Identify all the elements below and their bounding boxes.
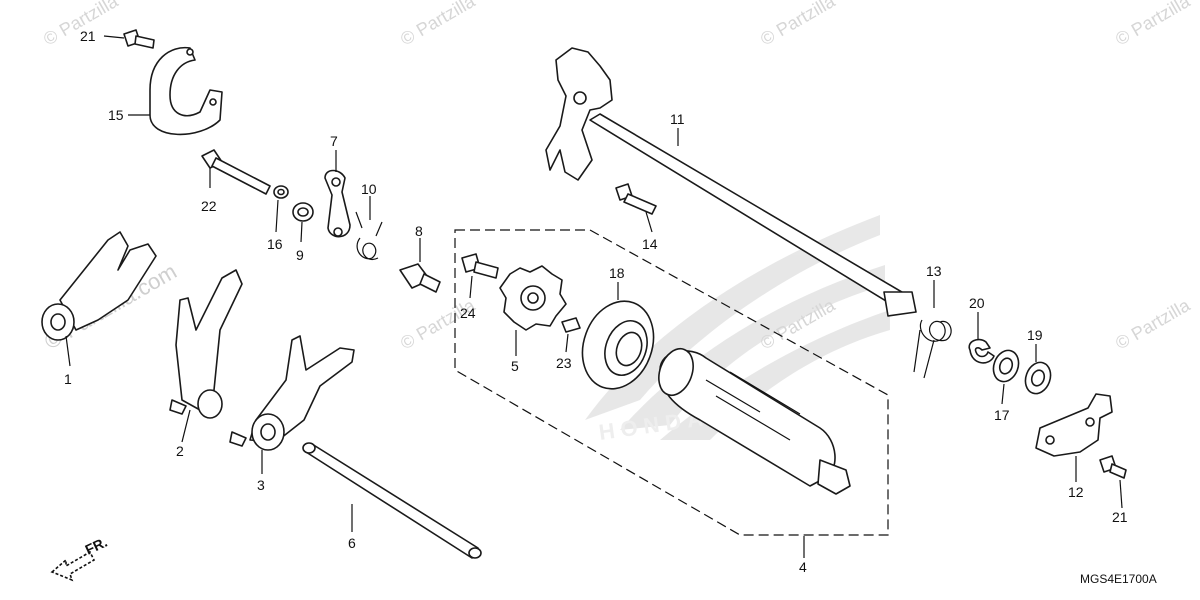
bearing-18 bbox=[581, 300, 655, 390]
watermark-7: © Partzilla bbox=[1112, 295, 1194, 354]
drum-center-5 bbox=[499, 265, 567, 331]
callout-10: 10 bbox=[361, 181, 377, 197]
leader-lines bbox=[65, 35, 1123, 558]
callout-21-top: 21 bbox=[80, 28, 96, 44]
callout-18: 18 bbox=[609, 265, 625, 281]
callout-3: 3 bbox=[257, 477, 265, 493]
shift-spindle-11 bbox=[545, 47, 917, 317]
callout-21-bottom: 21 bbox=[1112, 509, 1128, 525]
assembly-outline bbox=[454, 229, 889, 536]
stopper-arm-7 bbox=[324, 169, 351, 238]
callout-24: 24 bbox=[460, 305, 476, 321]
front-label: FR. bbox=[83, 534, 110, 558]
diagram-code: MGS4E1700A bbox=[1080, 572, 1157, 586]
watermark-5: © Partzilla bbox=[397, 295, 479, 354]
callout-5: 5 bbox=[511, 358, 519, 374]
shift-fork-2 bbox=[169, 269, 243, 419]
callout-6: 6 bbox=[348, 535, 356, 551]
callout-23: 23 bbox=[556, 355, 572, 371]
callout-labels: 21 15 22 16 9 7 10 8 1 2 3 6 24 5 23 18 … bbox=[64, 28, 1128, 575]
callout-2: 2 bbox=[176, 443, 184, 459]
callout-22: 22 bbox=[201, 198, 217, 214]
shift-fork-3 bbox=[229, 335, 355, 451]
callout-8: 8 bbox=[415, 223, 423, 239]
callout-11: 11 bbox=[670, 111, 685, 127]
watermark-4: © Partzilla bbox=[1112, 0, 1194, 49]
dowel-pin-23 bbox=[561, 317, 581, 333]
spring-10 bbox=[355, 211, 383, 260]
return-spring-13 bbox=[913, 319, 952, 379]
shift-fork-1 bbox=[41, 231, 157, 341]
callout-9: 9 bbox=[296, 247, 304, 263]
bracket-15 bbox=[149, 46, 223, 136]
callout-17: 17 bbox=[994, 407, 1010, 423]
callout-1: 1 bbox=[64, 371, 72, 387]
callout-19: 19 bbox=[1027, 327, 1043, 343]
shift-drum-4 bbox=[658, 347, 851, 495]
callout-16: 16 bbox=[267, 236, 283, 252]
watermark-3: © Partzilla bbox=[757, 0, 839, 49]
bolt-24 bbox=[461, 253, 499, 279]
callout-20: 20 bbox=[969, 295, 985, 311]
circlip-20 bbox=[968, 338, 995, 364]
callout-13: 13 bbox=[926, 263, 942, 279]
bolt-21-bottom bbox=[1099, 455, 1127, 479]
front-direction-arrow: FR. bbox=[50, 534, 110, 582]
fork-shaft-6 bbox=[302, 442, 482, 559]
watermark-2: © Partzilla bbox=[397, 0, 479, 49]
callout-15: 15 bbox=[108, 107, 124, 123]
pin-8 bbox=[399, 263, 441, 293]
bolt-21-top bbox=[123, 29, 155, 49]
callout-12: 12 bbox=[1068, 484, 1084, 500]
bolt-14 bbox=[615, 183, 657, 215]
callout-4: 4 bbox=[799, 559, 807, 575]
plate-12 bbox=[1035, 393, 1113, 457]
callout-7: 7 bbox=[330, 133, 338, 149]
callout-14: 14 bbox=[642, 236, 658, 252]
bolt-22 bbox=[201, 149, 271, 195]
